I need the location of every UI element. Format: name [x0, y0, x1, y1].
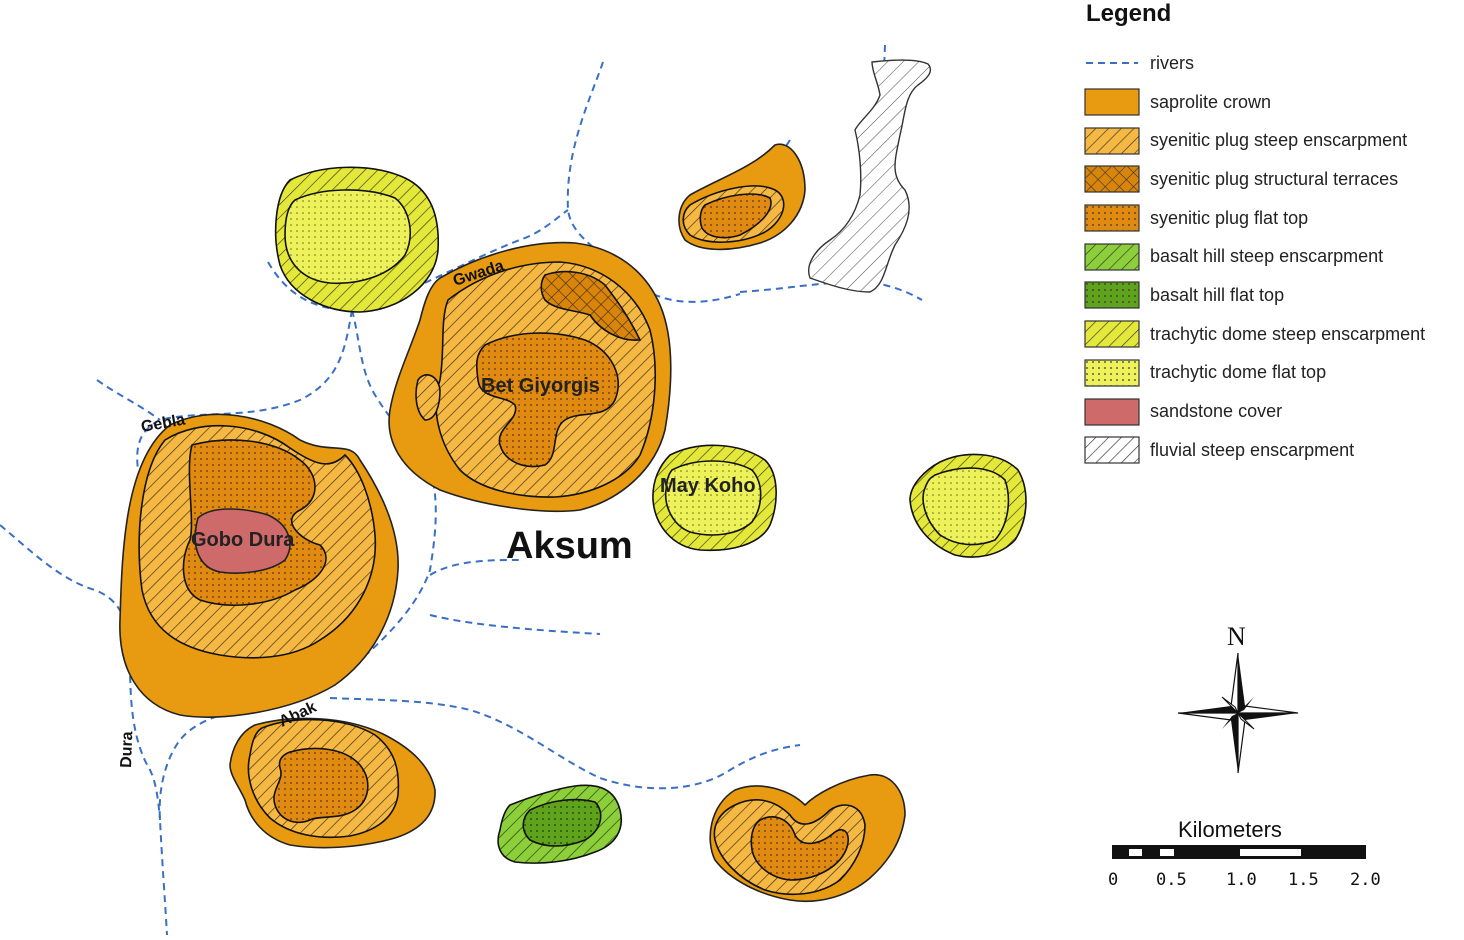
legend-item: saprolite crown — [1084, 83, 1464, 122]
syenitic-plug-flat-top-area — [750, 816, 850, 881]
syenitic-plug-escarpment-area — [415, 374, 441, 421]
legend-item: basalt hill steep enscarpment — [1084, 237, 1464, 276]
syenitic-plug-flat-top-area — [475, 332, 619, 468]
legend-item-label: syenitic plug flat top — [1150, 207, 1309, 228]
legend-item-label: syenitic plug structural terraces — [1150, 168, 1399, 189]
river-segment — [739, 281, 923, 301]
legend-item-label: trachytic dome steep enscarpment — [1150, 323, 1426, 344]
may-koho-dome — [652, 444, 777, 552]
scale-tick-label: 1.0 — [1226, 870, 1257, 890]
dot-fill-icon — [1084, 204, 1140, 232]
legend-item-label: basalt hill flat top — [1150, 284, 1285, 305]
solid-fill-icon — [1084, 397, 1140, 426]
legend-item-label: saprolite crown — [1150, 91, 1272, 112]
legend-item: sandstone cover — [1084, 392, 1464, 431]
hatch-fill-icon — [1084, 320, 1140, 348]
fluvial-steep-enscarpment-area — [808, 59, 932, 293]
solid-fill-icon — [1084, 88, 1140, 116]
syenitic-plug-flat-top-area — [273, 747, 369, 824]
trachytic-dome-flat-top-area — [922, 467, 1010, 546]
dot-fill-icon — [1084, 359, 1140, 387]
compass-rose-icon: N — [1177, 622, 1299, 774]
basalt-hill — [497, 784, 622, 864]
legend-item-label: syenitic plug steep enscarpment — [1150, 130, 1408, 151]
legend-item-label: fluvial steep enscarpment — [1150, 439, 1355, 460]
legend-item: trachytic dome steep enscarpment — [1084, 315, 1464, 354]
north-label: N — [1227, 622, 1246, 651]
gobo-dura-hill — [119, 413, 399, 718]
northeast-syenitic-hill — [678, 143, 806, 251]
crosshatch-fill-icon — [1084, 165, 1140, 194]
syenitic-plug-structural-terraces-area — [540, 270, 642, 341]
basalt-hill-flat-top-area — [522, 798, 602, 847]
dot-fill-icon — [1084, 281, 1140, 310]
hatch-fill-icon — [1084, 127, 1140, 155]
trachytic-dome-flat-top-area — [284, 189, 411, 285]
scale-bar — [1112, 845, 1366, 859]
dashed-line-icon — [1084, 49, 1140, 77]
river-label-dura: Dura — [118, 731, 136, 768]
legend-panel: Legend rivers saprolite crown syenitic plu… — [1084, 0, 1464, 470]
river-segment — [351, 309, 431, 471]
southeast-syenitic-hill — [709, 773, 906, 903]
feature-label-may-koho: May Koho — [660, 475, 756, 497]
river-segment — [566, 61, 741, 303]
scale-tick-label: 2.0 — [1350, 870, 1381, 890]
legend-item-label: sandstone cover — [1150, 401, 1283, 422]
syenitic-plug-flat-top-area — [699, 193, 772, 239]
river-segment — [329, 697, 801, 790]
bet-giyorgis-hill — [388, 241, 672, 513]
sandstone-cover-area — [194, 508, 291, 574]
legend-item-label: trachytic dome flat top — [1150, 362, 1327, 383]
river-segment — [429, 614, 601, 635]
east-trachytic-dome — [909, 453, 1027, 558]
legend-item: trachytic dome flat top — [1084, 354, 1464, 393]
abak-hill — [229, 717, 436, 849]
legend-item: syenitic plug flat top — [1084, 199, 1464, 238]
river-segment — [0, 524, 161, 821]
legend-item-label: rivers — [1150, 52, 1194, 73]
legend-title: Legend — [1086, 0, 1172, 27]
feature-label-bet-giyorgis: Bet Giyorgis — [481, 375, 600, 397]
river-segment — [96, 379, 161, 421]
legend-item: syenitic plug steep enscarpment — [1084, 121, 1464, 160]
legend-item: basalt hill flat top — [1084, 276, 1464, 315]
river-segment — [136, 309, 353, 471]
trachytic-dome-flat-top-area — [664, 460, 762, 536]
hatch-fill-icon — [1084, 436, 1140, 464]
legend-item: syenitic plug structural terraces — [1084, 160, 1464, 199]
scale-tick-label: 1.5 — [1288, 870, 1319, 890]
feature-label-gobo-dura: Gobo Dura — [191, 529, 295, 551]
hatch-fill-icon — [1084, 243, 1140, 271]
scale-tick-label: 0 — [1108, 870, 1119, 890]
legend-item: rivers — [1084, 44, 1464, 83]
scale-bar-title: Kilometers — [1178, 817, 1282, 842]
scale-tick-label: 0.5 — [1156, 870, 1187, 890]
legend-item-label: basalt hill steep enscarpment — [1150, 246, 1384, 267]
town-label-aksum: Aksum — [506, 525, 633, 567]
legend-item: fluvial steep enscarpment — [1084, 431, 1464, 470]
northwest-trachytic-dome — [274, 166, 440, 313]
